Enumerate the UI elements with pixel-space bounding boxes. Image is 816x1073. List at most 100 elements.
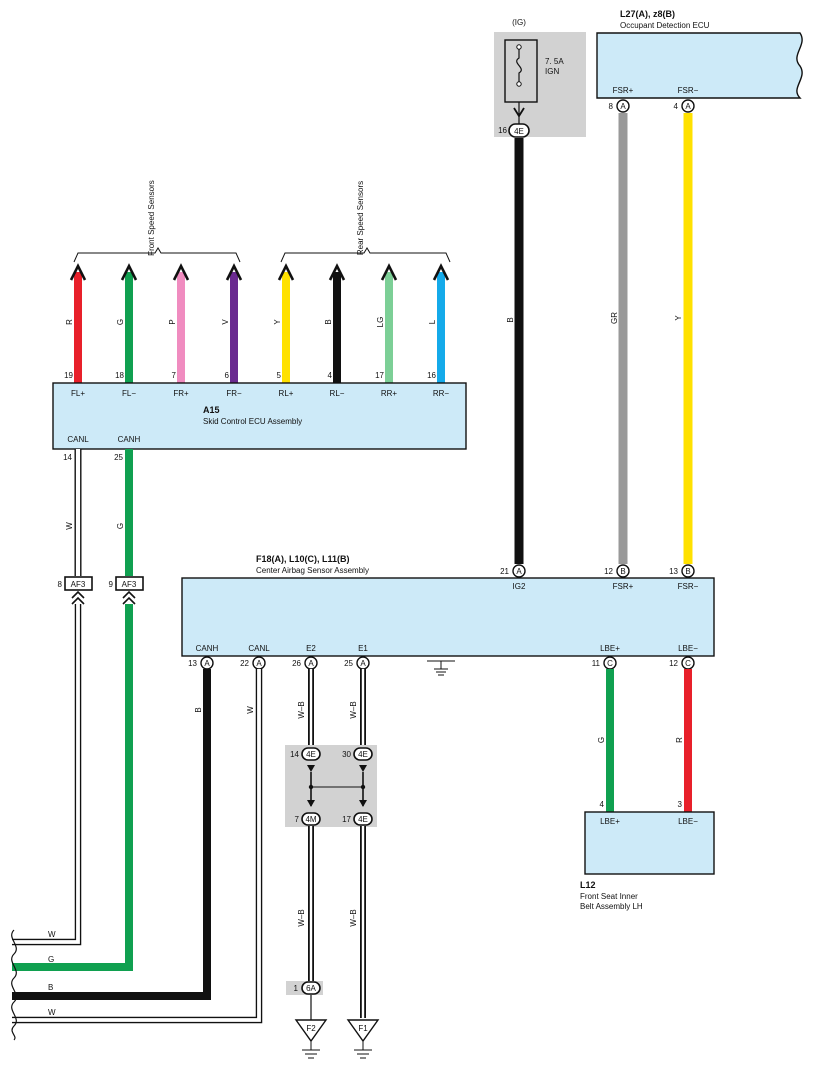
cont-label-w: W [48, 930, 56, 939]
ground-wires: W–B W–B [297, 669, 366, 748]
junction-conn: 4E [358, 750, 368, 759]
junction-pin-num: 17 [342, 815, 351, 824]
center-bottom-label: CANL [248, 644, 270, 653]
center-bottom-label: CANH [196, 644, 219, 653]
center-bottom-conn: A [308, 659, 314, 668]
wire-label-wb: W–B [297, 701, 306, 718]
skid-pin-num: 25 [114, 453, 123, 462]
ig-fuse-block: (IG) 7. 5A IGN 16 4E [494, 18, 586, 138]
center-sensor-code: F18(A), L10(C), L11(B) [256, 554, 350, 564]
occupant-pin-num: 4 [674, 102, 679, 111]
occupant-pin-conn: A [620, 102, 626, 111]
connector-b-fsr-minus [681, 564, 695, 578]
fuse-terminal-top [516, 44, 522, 50]
front-seat-belt-assembly: 4 3 LBE+ LBE− L12 Front Seat Inner Belt … [580, 800, 715, 911]
center-top-label: FSR− [678, 582, 699, 591]
l12-name-2: Belt Assembly LH [580, 902, 643, 911]
wire-label-wb: W–B [349, 701, 358, 718]
skid-pin-num: 4 [328, 371, 333, 380]
skid-pin-label: FL− [122, 389, 136, 398]
occupant-pin-label: FSR− [678, 86, 699, 95]
center-top-conn: B [685, 567, 690, 576]
ground-conn-num: 1 [294, 984, 299, 993]
wire-break-icon [11, 929, 17, 1041]
arrow-up-icon [328, 263, 346, 281]
ground-triangle-icon [294, 1019, 328, 1043]
fuse-name: IGN [545, 67, 559, 76]
sensor-wire-code: LG [376, 317, 385, 328]
l12-name-1: Front Seat Inner [580, 892, 638, 901]
ground-wires-lower: W–B W–B 1 6A [286, 826, 366, 1020]
center-bottom-num: 26 [292, 659, 301, 668]
speed-sensor-brackets: Front Speed Sensors Rear Speed Sensors [73, 180, 451, 263]
cont-label-w: W [48, 1008, 56, 1017]
sensor-wire-code: P [168, 319, 177, 324]
skid-pin-label: FR− [226, 389, 242, 398]
center-bottom-conn: C [607, 659, 613, 668]
occupant-ecu-code: L27(A), z8(B) [620, 9, 675, 19]
skid-pin-num: 6 [225, 371, 230, 380]
occupant-ecu-box [596, 32, 803, 99]
front-speed-sensors-label: Front Speed Sensors [147, 180, 156, 256]
skid-pin-label: FL+ [71, 389, 85, 398]
af3-connector [64, 576, 93, 591]
connector-4e [353, 812, 373, 826]
ig-conn-label: 4E [514, 127, 524, 136]
double-chevron-icon [122, 590, 136, 605]
center-top-conn: B [620, 567, 625, 576]
skid-pin-label: RL+ [279, 389, 294, 398]
junction-pin-num: 7 [295, 815, 300, 824]
skid-pin-num: 19 [64, 371, 73, 380]
ground-f2: F2 [294, 1019, 328, 1059]
arrow-up-icon [380, 263, 398, 281]
af3-label: AF3 [122, 580, 137, 589]
wire-label-g: G [597, 737, 606, 743]
arrow-up-icon [172, 263, 190, 281]
center-bottom-conn: C [685, 659, 691, 668]
junction-pin-num: 14 [290, 750, 299, 759]
af3-connectors: 8 AF3 9 AF3 [58, 576, 144, 605]
center-top-label: FSR+ [613, 582, 634, 591]
center-bottom-num: 25 [344, 659, 353, 668]
arrow-up-icon [69, 263, 87, 281]
center-bottom-label: LBE+ [600, 644, 620, 653]
sensor-wire-code: Y [273, 319, 282, 325]
ground-label: F1 [358, 1024, 368, 1033]
sensor-wire-code: G [116, 319, 125, 325]
ground-triangle-icon [346, 1019, 380, 1043]
center-bottom-label: E2 [306, 644, 316, 653]
center-top-label: IG2 [513, 582, 526, 591]
junction-pin-num: 30 [342, 750, 351, 759]
wire-label-w: W [246, 706, 255, 714]
wire-label-b: B [194, 707, 203, 712]
skid-pin-label: RR− [433, 389, 450, 398]
skid-pin-label: RR+ [381, 389, 398, 398]
af3-pin-num: 9 [109, 580, 114, 589]
l12-pin-label: LBE− [678, 817, 698, 826]
sensor-wire-code: L [428, 319, 437, 324]
fuse-icon [516, 47, 522, 84]
wire-label-b: B [506, 317, 515, 322]
skid-pin-canl: CANL [67, 435, 89, 444]
wire-w-af3 [12, 604, 80, 944]
sensor-wire-code: V [221, 319, 230, 325]
center-bottom-conn: A [204, 659, 210, 668]
af3-pin-num: 8 [58, 580, 63, 589]
wire-g-af3 [12, 604, 133, 971]
connector-4e-ig [508, 123, 530, 138]
center-top-num: 21 [500, 567, 509, 576]
center-top-conn: A [516, 567, 522, 576]
can-wires-a15: W G [65, 449, 133, 576]
center-bottom-conn: A [256, 659, 262, 668]
junction-conn: 4E [358, 815, 368, 824]
connector-a-fsr-plus [616, 99, 630, 113]
fuse-box [504, 39, 538, 103]
center-bottom-label: LBE− [678, 644, 698, 653]
ground-conn-label: 6A [306, 984, 316, 993]
skid-pin-label: FR+ [173, 389, 189, 398]
connector-6a [301, 981, 321, 995]
fuse-terminal-bottom [516, 81, 522, 87]
occupant-pin-conn: A [685, 102, 691, 111]
